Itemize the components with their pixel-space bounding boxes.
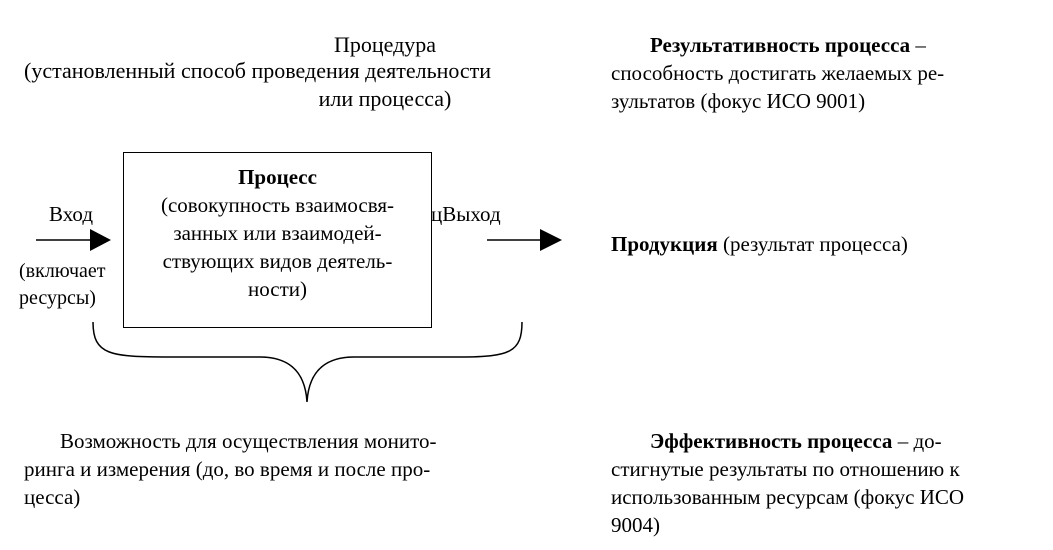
input-note-line-2: ресурсы) (19, 287, 96, 309)
effectiveness-result-line-3: зультатов (фокус ИСО 9001) (611, 89, 866, 113)
process-title-text: Процесс (238, 165, 317, 189)
efficiency-dash: – до- (892, 429, 942, 453)
process-box (123, 152, 432, 328)
process-title: Процесс (123, 162, 432, 192)
input-arrow (36, 229, 111, 251)
efficiency-line-1: Эффективность процесса – до- (650, 426, 942, 456)
output-label: цВыход (431, 202, 501, 226)
process-line-5: ности) (248, 277, 307, 301)
monitoring-line-2: ринга и измерения (до, во время и после … (24, 457, 431, 481)
curly-brace (92, 321, 523, 403)
effectiveness-result-line-2: способность достигать желаемых ре- (611, 61, 945, 85)
efficiency-term: Эффективность процесса (650, 429, 893, 453)
effectiveness-result-term: Результативность процесса (650, 33, 911, 57)
output-arrow (487, 229, 562, 251)
monitoring-line-1: Возможность для осуществления монито- (60, 429, 437, 453)
procedure-line-2: (установленный способ проведения деятель… (24, 58, 492, 83)
product-rest: (результат процесса) (717, 232, 908, 256)
procedure-line-3: или процесса) (318, 86, 452, 111)
process-line-3: занных или взаимодей- (173, 221, 382, 245)
efficiency-line-4: 9004) (611, 513, 660, 537)
monitoring-line-3: цесса) (24, 485, 81, 509)
efficiency-line-3: использованным ресурсам (фокус ИСО (611, 485, 965, 509)
process-line-2: (совокупность взаимосвя- (160, 193, 394, 217)
effectiveness-result-dash: – (910, 33, 926, 57)
product-term: Продукция (611, 232, 718, 256)
product-line: Продукция (результат процесса) (611, 229, 908, 259)
input-label: Вход (49, 202, 94, 226)
efficiency-line-2: стигнутые результаты по отношению к (611, 457, 960, 481)
process-line-4: ствующих видов деятель- (162, 249, 393, 273)
procedure-line-1: Процедура (333, 32, 437, 57)
effectiveness-result-line-1: Результативность процесса – (650, 30, 926, 60)
input-note-line-1: (включает (19, 260, 106, 282)
